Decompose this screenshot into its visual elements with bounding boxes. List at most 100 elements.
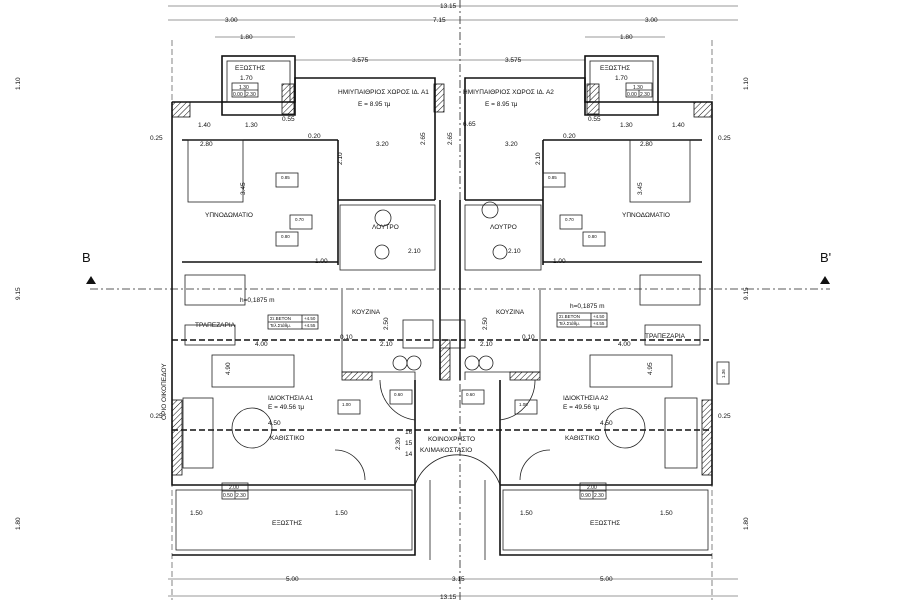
svg-text:Στ.ΒΕΤΟΝ: Στ.ΒΕΤΟΝ [559, 314, 580, 319]
balcony-top-right: ΕΞΩΣΤΗΣ 1.70 1.30 0.00 2.30 [584, 55, 659, 103]
svg-text:0.60: 0.60 [394, 392, 403, 397]
svg-text:0.25: 0.25 [150, 413, 163, 420]
section-arrow-left [86, 276, 96, 284]
svg-text:ΗΜΙΥΠΑΙΘΡΙΟΣ ΧΩΡΟΣ ΙΔ. Α2: ΗΜΙΥΠΑΙΘΡΙΟΣ ΧΩΡΟΣ ΙΔ. Α2 [463, 89, 554, 96]
balcony-bottom-left: ΕΞΩΣΤΗΣ 1.50 1.50 2.00 0.50 2.30 [175, 482, 413, 551]
svg-text:3.45: 3.45 [240, 182, 247, 195]
svg-text:3.45: 3.45 [637, 182, 644, 195]
svg-text:1.80: 1.80 [743, 517, 750, 530]
svg-text:2.10: 2.10 [508, 248, 521, 255]
svg-text:9.15: 9.15 [743, 287, 750, 300]
svg-text:3.00: 3.00 [225, 17, 238, 24]
svg-text:1.50: 1.50 [335, 510, 348, 517]
svg-text:4.95: 4.95 [647, 362, 654, 375]
svg-text:0.70: 0.70 [295, 217, 304, 222]
svg-text:0.25: 0.25 [718, 135, 731, 142]
svg-text:2.30: 2.30 [640, 92, 650, 98]
svg-text:1.50: 1.50 [190, 510, 203, 517]
level-table-left: Στ.ΒΕΤΟΝ +4.50 Τελ.Στάθμ. +4.55 [267, 314, 319, 330]
svg-text:2.10: 2.10 [480, 341, 493, 348]
svg-text:0.90: 0.90 [581, 493, 591, 499]
svg-text:2.30: 2.30 [395, 437, 402, 450]
svg-text:0.20: 0.20 [563, 133, 576, 140]
svg-text:16: 16 [405, 429, 413, 436]
svg-text:1.10: 1.10 [743, 77, 750, 90]
svg-text:Ε = 49.56 τμ: Ε = 49.56 τμ [563, 404, 599, 411]
svg-text:3.15: 3.15 [452, 576, 465, 583]
svg-text:1.50: 1.50 [520, 510, 533, 517]
svg-text:1.00: 1.00 [553, 258, 566, 265]
svg-text:ΚΛΙΜΑΚΟΣΤΑΣΙΟ: ΚΛΙΜΑΚΟΣΤΑΣΙΟ [420, 447, 472, 454]
svg-text:1.70: 1.70 [240, 75, 253, 82]
svg-text:ΕΞΩΣΤΗΣ: ΕΞΩΣΤΗΣ [272, 520, 302, 527]
svg-text:ΕΞΩΣΤΗΣ: ΕΞΩΣΤΗΣ [590, 520, 620, 527]
svg-text:3.575: 3.575 [505, 57, 522, 64]
opening-tags: 0.85 0.85 0.70 0.70 0.80 0.80 0.60 0.60 … [275, 172, 730, 415]
section-mark-right: B' [820, 250, 831, 265]
svg-text:1.80: 1.80 [15, 517, 22, 530]
svg-text:ΚΑΘΙΣΤΙΚΟ: ΚΑΘΙΣΤΙΚΟ [270, 435, 304, 442]
svg-text:ΛΟΥΤΡΟ: ΛΟΥΤΡΟ [372, 224, 399, 231]
svg-text:2.30: 2.30 [594, 493, 604, 499]
svg-text:0.80: 0.80 [281, 234, 290, 239]
svg-text:0.50: 0.50 [223, 493, 233, 499]
svg-text:2.50: 2.50 [383, 317, 390, 330]
svg-text:ΥΠΝΟΔΩΜΑΤΙΟ: ΥΠΝΟΔΩΜΑΤΙΟ [622, 212, 670, 219]
svg-text:1.40: 1.40 [198, 122, 211, 129]
svg-text:1.70: 1.70 [615, 75, 628, 82]
svg-text:h=0,1875 m: h=0,1875 m [570, 303, 605, 310]
svg-text:ΕΞΩΣΤΗΣ: ΕΞΩΣΤΗΣ [235, 65, 265, 72]
svg-text:ΥΠΝΟΔΩΜΑΤΙΟ: ΥΠΝΟΔΩΜΑΤΙΟ [205, 212, 253, 219]
svg-text:0.25: 0.25 [150, 135, 163, 142]
svg-text:1.30: 1.30 [239, 85, 249, 91]
svg-text:ΚΑΘΙΣΤΙΚΟ: ΚΑΘΙΣΤΙΚΟ [565, 435, 599, 442]
svg-text:1.50: 1.50 [660, 510, 673, 517]
svg-text:1.00: 1.00 [342, 402, 351, 407]
svg-text:0.85: 0.85 [548, 175, 557, 180]
svg-text:+4.50: +4.50 [593, 314, 605, 319]
svg-text:h=0,1875 m: h=0,1875 m [240, 297, 275, 304]
svg-text:ΤΡΑΠΕΖΑΡΙΑ: ΤΡΑΠΕΖΑΡΙΑ [195, 322, 236, 329]
svg-text:1.30: 1.30 [245, 122, 258, 129]
svg-text:2.10: 2.10 [408, 248, 421, 255]
svg-text:2.00: 2.00 [587, 485, 597, 491]
svg-text:4.90: 4.90 [225, 362, 232, 375]
svg-text:ΙΔΙΟΚΤΗΣΙΑ Α1: ΙΔΙΟΚΤΗΣΙΑ Α1 [268, 395, 314, 402]
level-table-right: Στ.ΒΕΤΟΝ +4.50 Τελ.Στάθμ. +4.55 [556, 312, 608, 328]
svg-text:ΚΟΥΖΙΝΑ: ΚΟΥΖΙΝΑ [496, 309, 525, 316]
interior-dimensions: 1.40 1.30 1.30 1.40 0.55 0.55 0.20 0.20 … [15, 77, 750, 600]
svg-text:13.15: 13.15 [440, 594, 457, 600]
svg-text:0.10: 0.10 [340, 334, 353, 341]
svg-text:0.85: 0.85 [281, 175, 290, 180]
svg-text:2.50: 2.50 [482, 317, 489, 330]
svg-text:+4.55: +4.55 [593, 321, 605, 326]
svg-text:0.60: 0.60 [466, 392, 475, 397]
svg-text:6.65: 6.65 [463, 121, 476, 128]
svg-text:4.50: 4.50 [268, 420, 281, 427]
svg-text:0.00: 0.00 [233, 92, 243, 98]
section-arrow-right [820, 276, 830, 284]
svg-text:0.70: 0.70 [565, 217, 574, 222]
svg-text:3.20: 3.20 [505, 141, 518, 148]
svg-text:2.30: 2.30 [236, 493, 246, 499]
svg-text:1.00: 1.00 [315, 258, 328, 265]
svg-text:1.36: 1.36 [721, 369, 726, 378]
svg-text:2.00: 2.00 [229, 485, 239, 491]
svg-text:1.10: 1.10 [15, 77, 22, 90]
balcony-bottom-right: ΕΞΩΣΤΗΣ 1.50 1.50 2.00 0.90 2.30 [502, 482, 709, 551]
svg-text:Ε = 8.95 τμ: Ε = 8.95 τμ [358, 101, 391, 108]
svg-text:3.00: 3.00 [645, 17, 658, 24]
svg-text:13.15: 13.15 [440, 3, 457, 10]
svg-text:2.10: 2.10 [380, 341, 393, 348]
svg-text:3.20: 3.20 [376, 141, 389, 148]
svg-text:+4.50: +4.50 [304, 316, 316, 321]
svg-text:2.30: 2.30 [246, 92, 256, 98]
svg-text:4.00: 4.00 [618, 341, 631, 348]
svg-text:2.65: 2.65 [447, 132, 454, 145]
svg-text:1.80: 1.80 [240, 34, 253, 41]
svg-text:9.15: 9.15 [15, 287, 22, 300]
svg-text:1.00: 1.00 [519, 402, 528, 407]
svg-text:0.55: 0.55 [282, 116, 295, 123]
svg-text:4.50: 4.50 [600, 420, 613, 427]
